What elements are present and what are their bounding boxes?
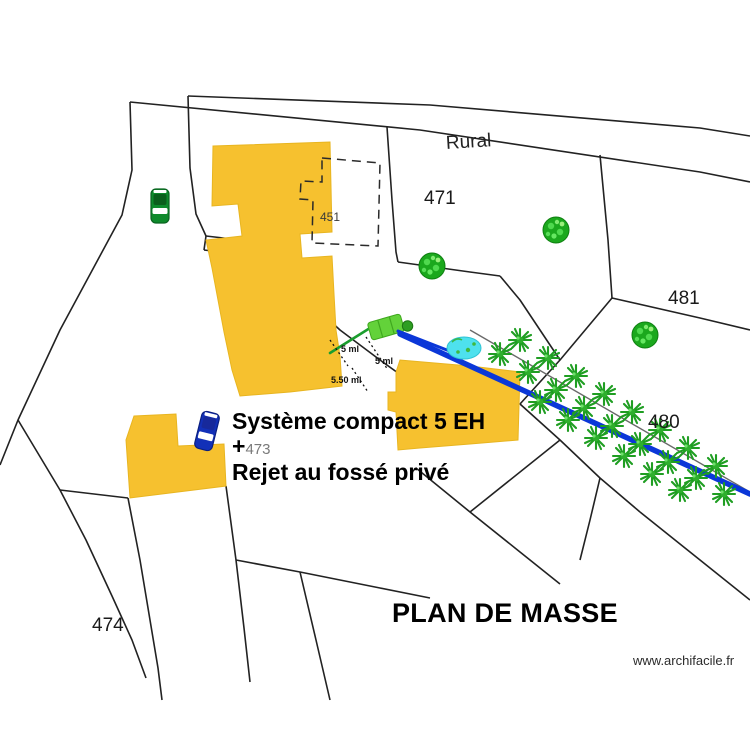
shrub-icon	[583, 425, 609, 451]
parcel-number-481: 481	[668, 288, 700, 309]
vehicle-blue-car	[194, 410, 220, 452]
shrub-icon	[515, 359, 541, 385]
building-footprints	[125, 141, 521, 499]
shrub-icon	[535, 345, 561, 371]
system-compact-label: Système compact 5 EH	[232, 408, 486, 434]
parcel-number-471: 471	[424, 188, 456, 209]
shrub-icon	[675, 435, 701, 461]
dimension-leaders	[329, 336, 389, 393]
system-annotation-block: Système compact 5 EH + 473 Rejet au foss…	[232, 409, 485, 484]
shrub-icon	[487, 341, 513, 367]
parcel-boundaries	[0, 95, 750, 701]
dimension-label-2: 5 ml	[375, 356, 394, 366]
shrub-icon	[667, 477, 693, 503]
vehicle-green-car	[150, 188, 170, 224]
shrub-icon	[555, 407, 581, 433]
building-main	[205, 141, 343, 397]
tree-icon	[418, 252, 446, 280]
parcel-number-480: 480	[648, 412, 680, 433]
tree-icon	[542, 216, 570, 244]
shrub-icon	[507, 327, 533, 353]
watermark: www.archifacile.fr	[633, 653, 735, 668]
hedge-row	[487, 327, 737, 507]
discharge-label: Rejet au fossé privé	[232, 459, 450, 486]
road-name-label: Rural	[445, 130, 492, 154]
page-title: PLAN DE MASSE	[392, 598, 618, 628]
building-lower-left	[125, 413, 227, 499]
tree-icon	[631, 321, 659, 349]
parcel-number-473: 473	[245, 441, 271, 459]
parcel-number-451: 451	[320, 210, 341, 224]
treatment-unit-icon	[367, 313, 414, 341]
parcel-number-474: 474	[92, 615, 124, 636]
pond-basin	[446, 336, 482, 360]
shrub-icon	[611, 443, 637, 469]
shrub-icon	[527, 389, 553, 415]
dimension-label-3: 5.50 ml	[331, 375, 362, 385]
dimension-label-1: 5 ml	[341, 344, 360, 354]
shrub-icon	[619, 399, 645, 425]
shrub-icon	[639, 461, 665, 487]
shrub-icon	[711, 481, 737, 507]
plus-sign: +	[232, 433, 246, 460]
discharge-pipe-thin	[396, 329, 454, 354]
shrub-icon	[591, 381, 617, 407]
parcel-inline-row: + 473	[232, 433, 485, 460]
shrub-icon	[703, 453, 729, 479]
shrub-icon	[563, 363, 589, 389]
